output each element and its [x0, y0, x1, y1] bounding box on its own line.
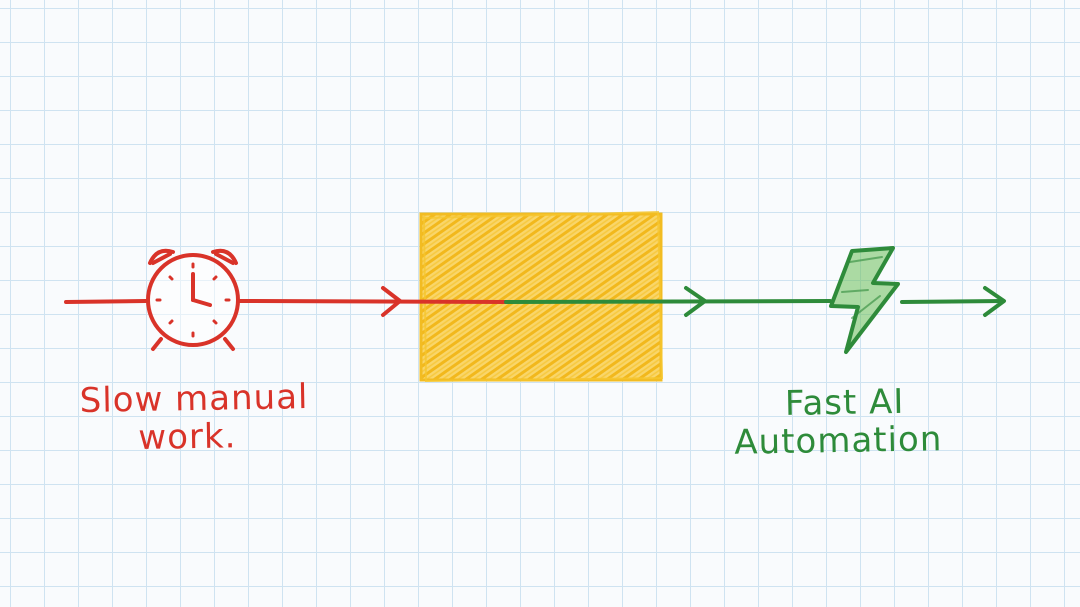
fast-ai-automation-label: Fast AI Automation — [733, 381, 943, 463]
fast-label-line1: Fast AI — [784, 381, 905, 424]
slow-label-line1: Slow manual — [79, 377, 309, 421]
fast-arrowhead-middle — [684, 286, 707, 317]
slow-manual-work-label: Slow manual work. — [79, 377, 309, 458]
fast-label-line2: Automation — [733, 419, 943, 463]
fast-arrowhead-end — [983, 286, 1006, 317]
slow-label-line2: work. — [137, 416, 237, 458]
alarm-clock-icon — [146, 248, 240, 351]
fast-line — [504, 299, 1005, 304]
slow-line — [64, 299, 508, 304]
lightning-bolt-icon — [829, 246, 900, 354]
central-box — [419, 210, 664, 383]
slow-arrowhead — [381, 286, 402, 317]
